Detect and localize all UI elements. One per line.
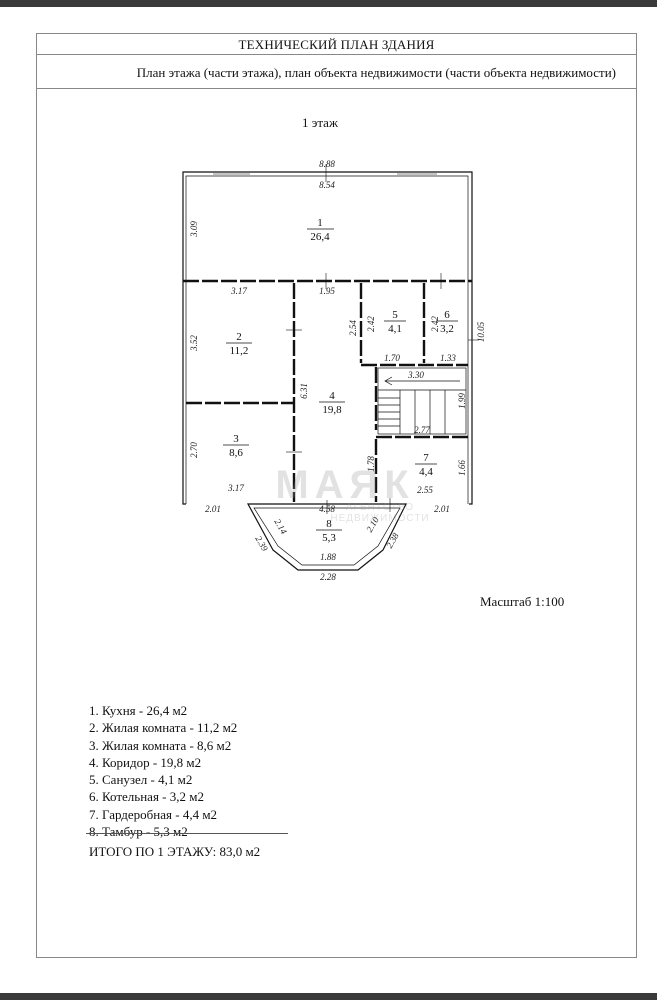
dim-r7-height: 1.66 — [457, 460, 467, 476]
plan-sheet: ТЕХНИЧЕСКИЙ ПЛАН ЗДАНИЯ План этажа (част… — [36, 33, 637, 958]
vestibule-outer — [246, 503, 407, 571]
document-title: ТЕХНИЧЕСКИЙ ПЛАН ЗДАНИЯ — [37, 34, 636, 55]
room-3-number: 3 — [233, 433, 239, 445]
room-1-area: 26,4 — [310, 231, 330, 243]
dim-right-total: 10.05 — [476, 321, 486, 342]
dim-vest-top: 4.58 — [319, 504, 335, 514]
dim-r6-width: 1.33 — [440, 353, 456, 363]
legend-item: 1. Кухня - 26,4 м2 — [89, 703, 188, 718]
legend-item: 2. Жилая комната - 11,2 м2 — [89, 720, 238, 736]
legend-item: 6. Котельная - 3,2 м2 — [89, 789, 204, 805]
legend-item: 8. Тамбур - 5,3 м2 — [89, 824, 188, 840]
dim-r5-width: 1.70 — [384, 353, 400, 363]
room-8-number: 8 — [326, 518, 332, 530]
dim-right-wing: 2.01 — [434, 504, 450, 514]
dim-corridor-height: 6.31 — [299, 383, 309, 399]
room-6-number: 6 — [444, 309, 450, 321]
dim-r6-height: 2.42 — [430, 316, 440, 332]
dim-vest-bottom-inner: 1.88 — [320, 552, 336, 562]
room-5-number: 5 — [392, 309, 398, 321]
dim-r5-height: 2.54 — [348, 320, 358, 336]
dim-r3-width: 3.17 — [227, 483, 244, 493]
document-subtitle: План этажа (части этажа), план объекта н… — [37, 55, 636, 89]
dim-r1-height: 3.09 — [189, 221, 199, 238]
dim-r2-height: 3.52 — [189, 335, 199, 352]
dim-r3-height: 2.70 — [189, 442, 199, 458]
room-7-number: 7 — [423, 452, 429, 464]
stair-arrow-head — [384, 376, 393, 386]
dim-corridor-width: 1.95 — [319, 286, 335, 296]
dim-r7-left: 1.78 — [366, 456, 376, 472]
dim-top-outer: 8.88 — [319, 159, 335, 169]
dim-vest-left-inner: 2.14 — [272, 517, 289, 536]
room-3-area: 8,6 — [229, 447, 243, 459]
legend-item: 5. Санузел - 4,1 м2 — [89, 772, 193, 788]
legend-item: 4. Коридор - 19,8 м2 — [89, 754, 202, 770]
legend-divider — [86, 833, 288, 834]
dim-stair-width: 3.30 — [407, 370, 424, 380]
room-1-number: 1 — [317, 217, 323, 229]
staircase — [377, 367, 467, 435]
dim-r7-bottom: 2.55 — [417, 485, 433, 495]
bottom-bar — [0, 993, 657, 1000]
dim-left-wing: 2.01 — [205, 504, 221, 514]
room-5-area: 4,1 — [388, 323, 402, 335]
dim-vest-bottom-outer: 2.28 — [320, 572, 336, 582]
dim-r5-inner: 2.42 — [366, 316, 376, 332]
room-2-area: 11,2 — [230, 345, 249, 357]
scale-label: Масштаб 1:100 — [480, 594, 565, 609]
room-legend: 1. Кухня - 26,4 м2 2. Жилая комната - 11… — [89, 702, 237, 840]
dim-vest-right-outer: 2.38 — [384, 531, 401, 550]
legend-item: 7. Гардеробная - 4,4 м2 — [89, 806, 218, 822]
room-4-number: 4 — [329, 390, 335, 402]
floor-label: 1 этаж — [302, 115, 338, 130]
legend-item: 3. Жилая комната - 8,6 м2 — [89, 737, 232, 753]
dim-vest-left-outer: 2.39 — [253, 534, 270, 553]
room-4-area: 19,8 — [322, 404, 342, 416]
vestibule-inner — [253, 507, 401, 566]
dim-r2-width: 3.17 — [230, 286, 247, 296]
floor-total: ИТОГО ПО 1 ЭТАЖУ: 83,0 м2 — [89, 844, 261, 859]
dim-r7-width: 2.77 — [414, 425, 430, 435]
outer-wall — [182, 171, 473, 505]
room-6-area: 3,2 — [440, 323, 454, 335]
dim-stair-right: 1.99 — [457, 393, 467, 409]
dim-top-inner: 8.54 — [319, 180, 335, 190]
room-2-number: 2 — [236, 331, 242, 343]
top-bar — [0, 0, 657, 7]
room-8-area: 5,3 — [322, 532, 336, 544]
room-7-area: 4,4 — [419, 466, 433, 478]
dim-vest-right-inner: 2.10 — [364, 515, 381, 534]
